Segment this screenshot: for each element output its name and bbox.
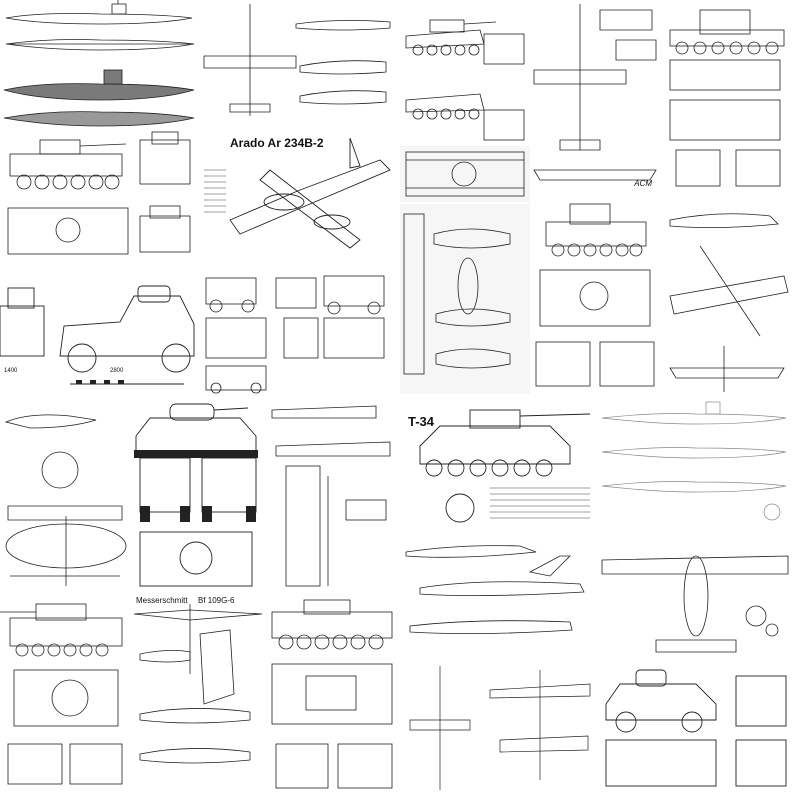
tile-spg xyxy=(660,0,794,196)
tile-bf109: Messerschmitt Bf 109G-6 xyxy=(130,594,266,794)
tile-submarine xyxy=(0,0,200,128)
tile-armored-car: 1400 2800 xyxy=(0,266,200,394)
tiger-tank-drawing xyxy=(0,603,123,785)
scale-label: 1400 xyxy=(4,368,18,374)
drawing-title: T-34 xyxy=(408,414,435,429)
panther-tank-drawing xyxy=(405,19,525,141)
drawing-credit: ACM xyxy=(634,179,652,188)
bomber-drawing xyxy=(533,4,657,181)
fighter-lines-drawing xyxy=(409,666,591,790)
sherman-tank-drawing xyxy=(134,403,258,587)
tile-fighter-lines xyxy=(400,660,596,794)
drawing-title: Arado Ar 234B-2 xyxy=(230,136,324,150)
tile-submarine-lines xyxy=(596,396,794,530)
tile-armored-car-ba xyxy=(596,660,794,794)
tile-sherman xyxy=(130,396,266,592)
jet-aircraft-drawing xyxy=(405,545,585,634)
tile-biplanes xyxy=(200,0,400,128)
kv2-tank-drawing xyxy=(535,203,655,387)
self-propelled-gun-drawing xyxy=(669,9,785,187)
kv-tank-drawing xyxy=(271,599,393,789)
arado-jet-drawing xyxy=(204,137,391,249)
tile-t34: T-34 xyxy=(400,396,596,530)
jeep-drawing xyxy=(205,275,385,394)
drawing-subtitle: Bf 109G-6 xyxy=(198,596,235,605)
hull-plan-drawing xyxy=(405,151,525,197)
armored-car-ba-drawing xyxy=(605,669,787,787)
tile-biplane-top xyxy=(266,396,400,592)
tile-panther xyxy=(400,0,530,146)
drawing-title: Messerschmitt xyxy=(136,596,188,605)
tile-tank-t34-early xyxy=(0,130,200,264)
tile-fighter-i16 xyxy=(0,396,130,592)
armored-car-drawing xyxy=(0,285,195,385)
scale-label: 2800 xyxy=(110,368,124,374)
tile-tank-kv2 xyxy=(530,196,660,394)
biplane-drawing xyxy=(403,213,511,375)
fighter-drawing xyxy=(4,414,127,586)
submarine-lines-drawing xyxy=(601,401,787,521)
tile-arado: Arado Ar 234B-2 xyxy=(200,130,400,264)
tile-biplane-large xyxy=(596,530,794,660)
tile-hurricane xyxy=(660,196,794,394)
tile-jeep xyxy=(200,266,400,394)
tile-biplane-i15 xyxy=(400,204,530,394)
biplane-large-drawing xyxy=(601,555,789,653)
tile-tank-kv xyxy=(266,594,400,794)
tile-jets xyxy=(400,532,596,660)
hurricane-drawing xyxy=(669,213,789,392)
tile-bomber: ACM xyxy=(530,0,660,196)
tile-hull-plan xyxy=(400,146,530,202)
submarine-drawing xyxy=(3,0,195,127)
biplane-top-drawing xyxy=(271,405,391,587)
aircraft-top-side-drawing xyxy=(203,4,391,116)
tile-tank-tiger xyxy=(0,594,130,794)
bf109-drawing xyxy=(133,604,263,764)
tank-drawing xyxy=(7,131,191,255)
t34-cutaway-drawing xyxy=(419,409,591,523)
